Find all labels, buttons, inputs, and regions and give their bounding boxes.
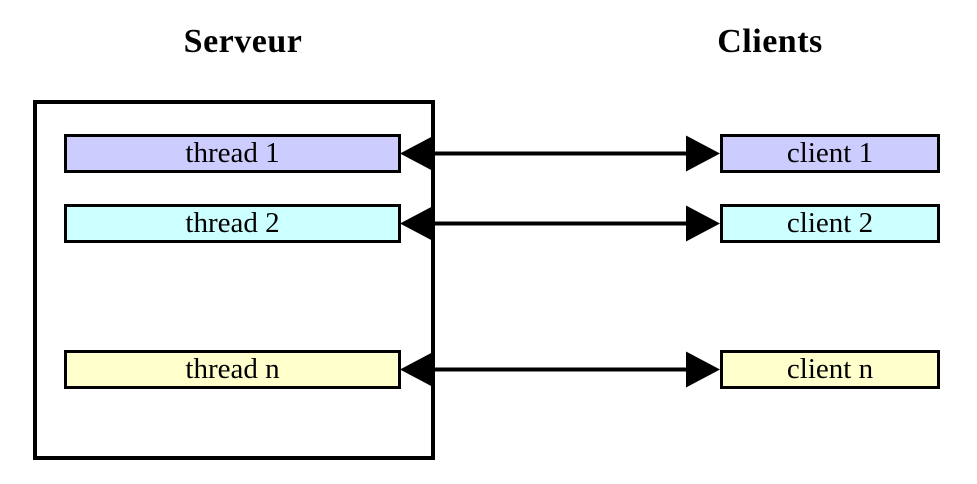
clients-title: Clients <box>717 23 823 60</box>
server-title: Serveur <box>183 23 303 60</box>
client-2-box: client 2 <box>720 204 940 243</box>
client-n-box: client n <box>720 350 940 389</box>
bidirectional-arrow-2 <box>400 205 720 242</box>
thread-2-box: thread 2 <box>64 204 401 243</box>
server-container-box <box>33 100 435 460</box>
bidirectional-arrow-1 <box>400 135 720 172</box>
bidirectional-arrow-n <box>400 351 720 388</box>
client-1-box: client 1 <box>720 134 940 173</box>
thread-1-box: thread 1 <box>64 134 401 173</box>
thread-n-box: thread n <box>64 350 401 389</box>
